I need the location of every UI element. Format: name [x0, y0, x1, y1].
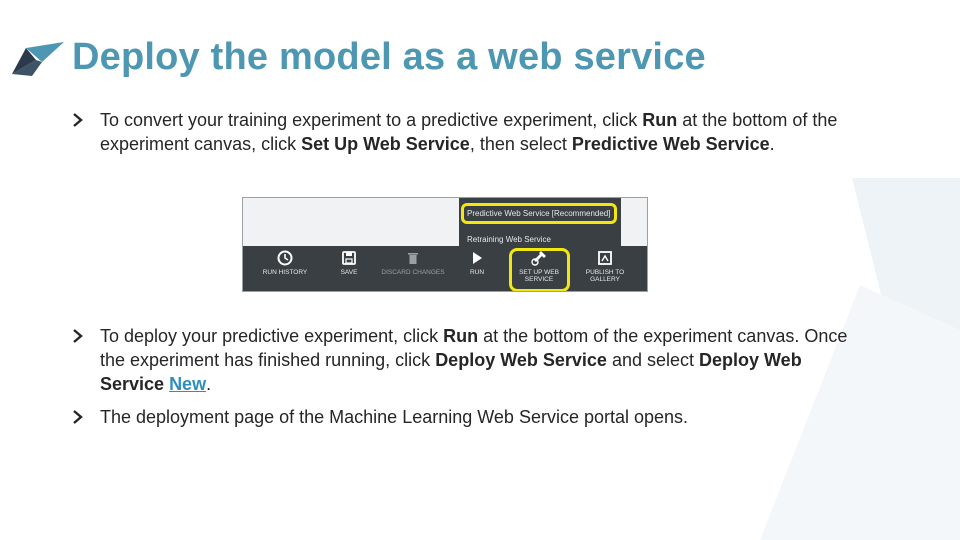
menu-item-retraining-web-service[interactable]: Retraining Web Service — [467, 235, 551, 244]
bullet-text: To convert your training experiment to a… — [100, 110, 838, 154]
discard-changes-button[interactable]: DISCARD CHANGES — [377, 250, 449, 276]
clock-icon — [277, 250, 293, 266]
run-label: RUN — [469, 269, 485, 276]
run-button[interactable]: RUN — [461, 250, 493, 276]
embedded-screenshot: Predictive Web Service [Recommended] Ret… — [242, 197, 648, 292]
wrench-globe-icon — [531, 251, 546, 266]
run-history-button[interactable]: RUN HISTORY — [257, 250, 313, 276]
play-icon — [473, 252, 482, 264]
bullet-text: To deploy your predictive experiment, cl… — [100, 326, 848, 394]
toolbar: RUN HISTORY SAVE DISCARD CHANGES RUN — [243, 246, 647, 291]
highlight-box — [509, 248, 570, 291]
trash-icon — [408, 253, 418, 264]
menu-item-predictive-web-service[interactable]: Predictive Web Service [Recommended] — [467, 209, 611, 218]
highlight-box — [461, 203, 617, 224]
save-label: SAVE — [340, 269, 358, 276]
new-link[interactable]: New — [169, 374, 207, 394]
save-icon — [342, 251, 356, 265]
discard-changes-label: DISCARD CHANGES — [381, 269, 445, 276]
page-title: Deploy the model as a web service — [72, 36, 706, 78]
chevron-right-icon — [73, 410, 83, 424]
chevron-right-icon — [73, 329, 83, 343]
bullet-item-deploy: To deploy your predictive experiment, cl… — [72, 324, 852, 396]
bullet-item-portal: The deployment page of the Machine Learn… — [72, 405, 852, 429]
gallery-icon — [598, 251, 612, 265]
bullet-item-convert: To convert your training experiment to a… — [72, 108, 852, 156]
dropdown-menu: Predictive Web Service [Recommended] Ret… — [459, 198, 621, 250]
logo-icon — [12, 42, 64, 76]
save-button[interactable]: SAVE — [329, 250, 369, 276]
run-history-label: RUN HISTORY — [262, 269, 308, 276]
chevron-right-icon — [73, 113, 83, 127]
bullet-text: The deployment page of the Machine Learn… — [100, 407, 689, 427]
